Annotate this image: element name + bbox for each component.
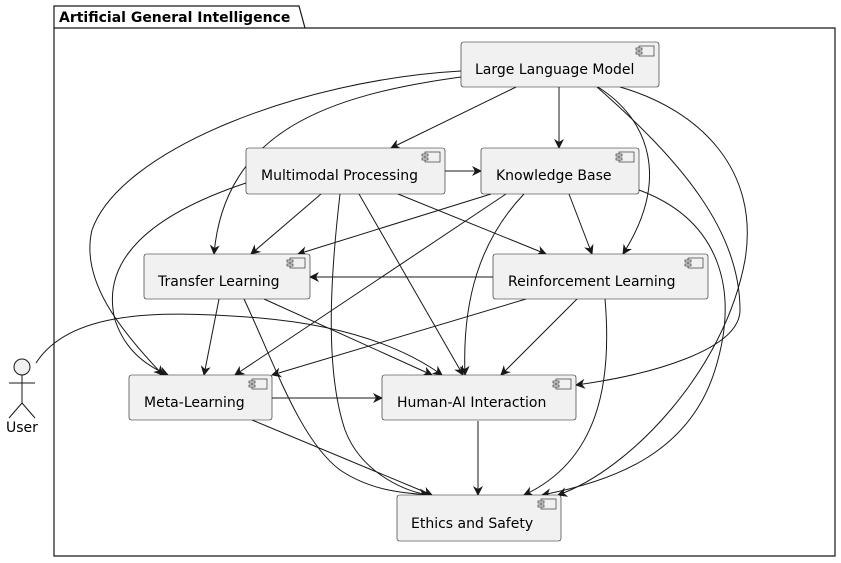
edge-reinforcement-hai <box>500 298 578 376</box>
component-icon <box>421 151 441 163</box>
node-label: Ethics and Safety <box>411 516 533 532</box>
edge-user-hai <box>35 313 443 376</box>
edge-transfer-ethics <box>243 298 431 500</box>
edge-llm-transfer <box>209 76 462 255</box>
actor-user[interactable]: User <box>6 358 38 436</box>
node-label: Reinforcement Learning <box>508 274 676 290</box>
node-label: Meta-Learning <box>144 395 245 411</box>
edge-multimodal-ethics <box>330 193 429 499</box>
edge-transfer-meta <box>200 298 220 376</box>
edge-knowledge-meta <box>234 193 507 376</box>
node-label: Large Language Model <box>475 62 634 78</box>
edge-llm-ethics <box>557 86 748 497</box>
edge-knowledge-hai <box>459 193 525 376</box>
component-icon <box>248 378 268 390</box>
node-ethics-and-safety[interactable]: Ethics and Safety <box>396 494 562 542</box>
component-icon <box>684 257 704 269</box>
node-human-ai-interaction[interactable]: Human-AI Interaction <box>381 374 577 421</box>
edge-knowledge-reinforcement <box>568 193 594 255</box>
node-large-language-model[interactable]: Large Language Model <box>460 41 660 88</box>
component-icon <box>615 151 635 163</box>
edge-multimodal-meta <box>111 182 247 376</box>
edge-reinforcement-ethics <box>523 298 608 496</box>
node-multimodal-processing[interactable]: Multimodal Processing <box>245 147 446 195</box>
edges <box>35 70 748 500</box>
edge-multimodal-hai <box>358 193 464 376</box>
edge-llm-multimodal <box>390 86 517 149</box>
package-frame: Artificial General Intelligence <box>53 5 836 557</box>
component-icon <box>552 378 572 390</box>
edge-multimodal-reinforcement <box>397 193 547 256</box>
edge-transfer-hai <box>263 298 433 376</box>
edge-reinforcement-meta <box>271 298 527 378</box>
component-icon <box>286 257 306 269</box>
package-title: Artificial General Intelligence <box>59 10 290 26</box>
edge-meta-ethics <box>251 419 433 497</box>
edge-knowledge-transfer <box>297 193 492 257</box>
node-knowledge-base[interactable]: Knowledge Base <box>480 147 640 195</box>
node-label: Human-AI Interaction <box>397 395 546 411</box>
node-meta-learning[interactable]: Meta-Learning <box>128 374 273 421</box>
node-label: Knowledge Base <box>496 168 612 184</box>
component-icon <box>635 45 655 57</box>
node-label: Transfer Learning <box>157 274 280 290</box>
edge-llm-meta <box>89 70 462 376</box>
edge-multimodal-transfer <box>250 193 322 255</box>
stick-figure-icon <box>8 358 36 419</box>
node-reinforcement-learning[interactable]: Reinforcement Learning <box>492 253 709 300</box>
nodes: Large Language Model Multimodal Processi… <box>128 41 709 542</box>
node-label: Multimodal Processing <box>261 168 418 184</box>
edge-llm-reinforcement <box>597 86 650 255</box>
actor-label: User <box>6 420 38 436</box>
node-transfer-learning[interactable]: Transfer Learning <box>143 253 311 300</box>
component-icon <box>537 498 557 510</box>
edge-llm-hai <box>575 86 741 389</box>
edge-knowledge-ethics <box>541 189 726 499</box>
